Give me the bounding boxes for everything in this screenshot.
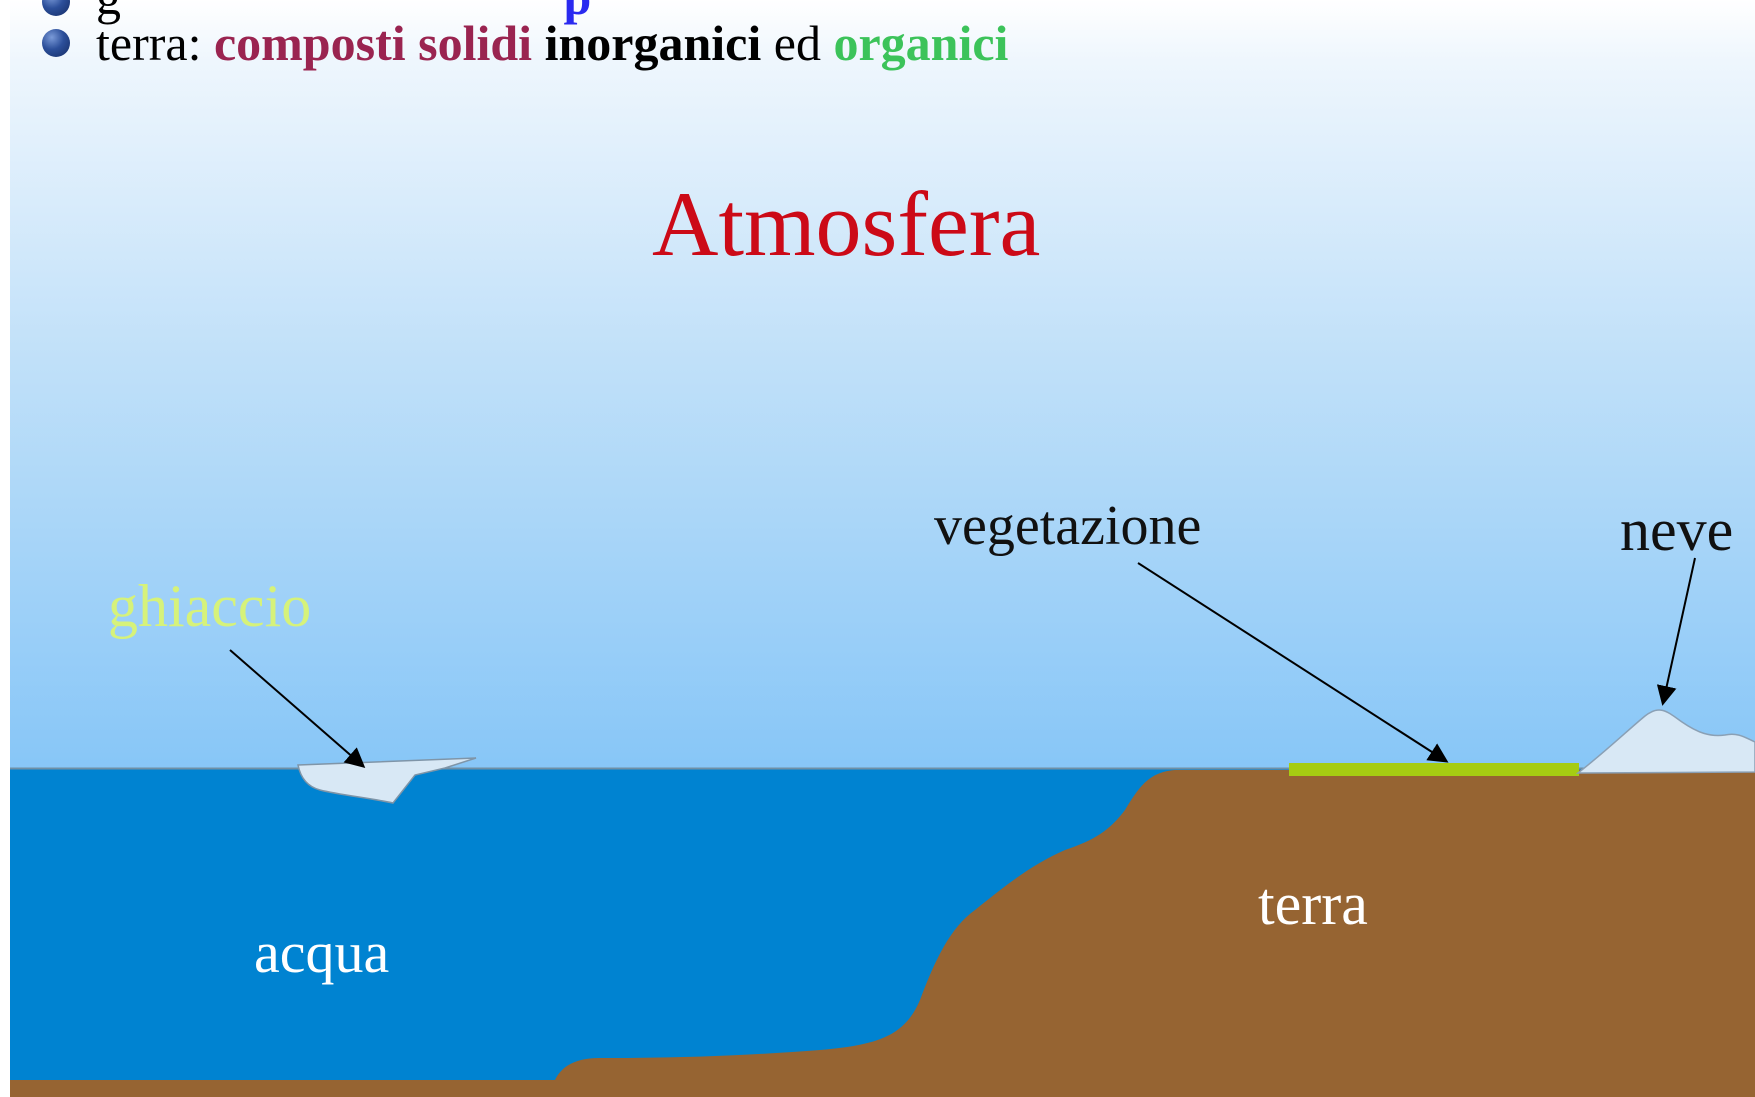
neve-label: neve	[1620, 497, 1734, 563]
ed-text: ed	[773, 15, 821, 71]
blue-sphere-bullet-icon	[42, 0, 70, 16]
neve-arrow	[1656, 557, 1696, 706]
snow-mound	[1575, 709, 1755, 774]
bullet-partial-word: p	[564, 0, 592, 25]
sky-atmosphere	[10, 0, 1755, 770]
ghiaccio-label: ghiaccio	[108, 573, 312, 639]
bullet-line-terra: terra: composti solidi inorganici ed org…	[96, 18, 1008, 68]
inorganici-text: inorganici	[544, 15, 762, 71]
vegetazione-label: vegetazione	[934, 495, 1202, 557]
organici-text: organici	[833, 15, 1009, 71]
atmosfera-title: Atmosfera	[652, 173, 1041, 275]
terra-label: terra	[1258, 871, 1368, 937]
ghiaccio-arrow	[229, 649, 366, 768]
land-mass	[10, 770, 1755, 1097]
ice-floe	[297, 757, 477, 804]
composti-solidi-text: composti solidi	[213, 15, 533, 71]
bullet-partial-prefix: g	[96, 0, 121, 25]
bullet-line-partial: g p	[96, 0, 591, 22]
blue-sphere-bullet-icon	[42, 29, 70, 57]
acqua-label: acqua	[254, 920, 390, 985]
vegetation-strip	[1289, 763, 1579, 776]
vegetazione-arrow	[1137, 562, 1449, 763]
terra-prefix: terra:	[96, 15, 202, 71]
